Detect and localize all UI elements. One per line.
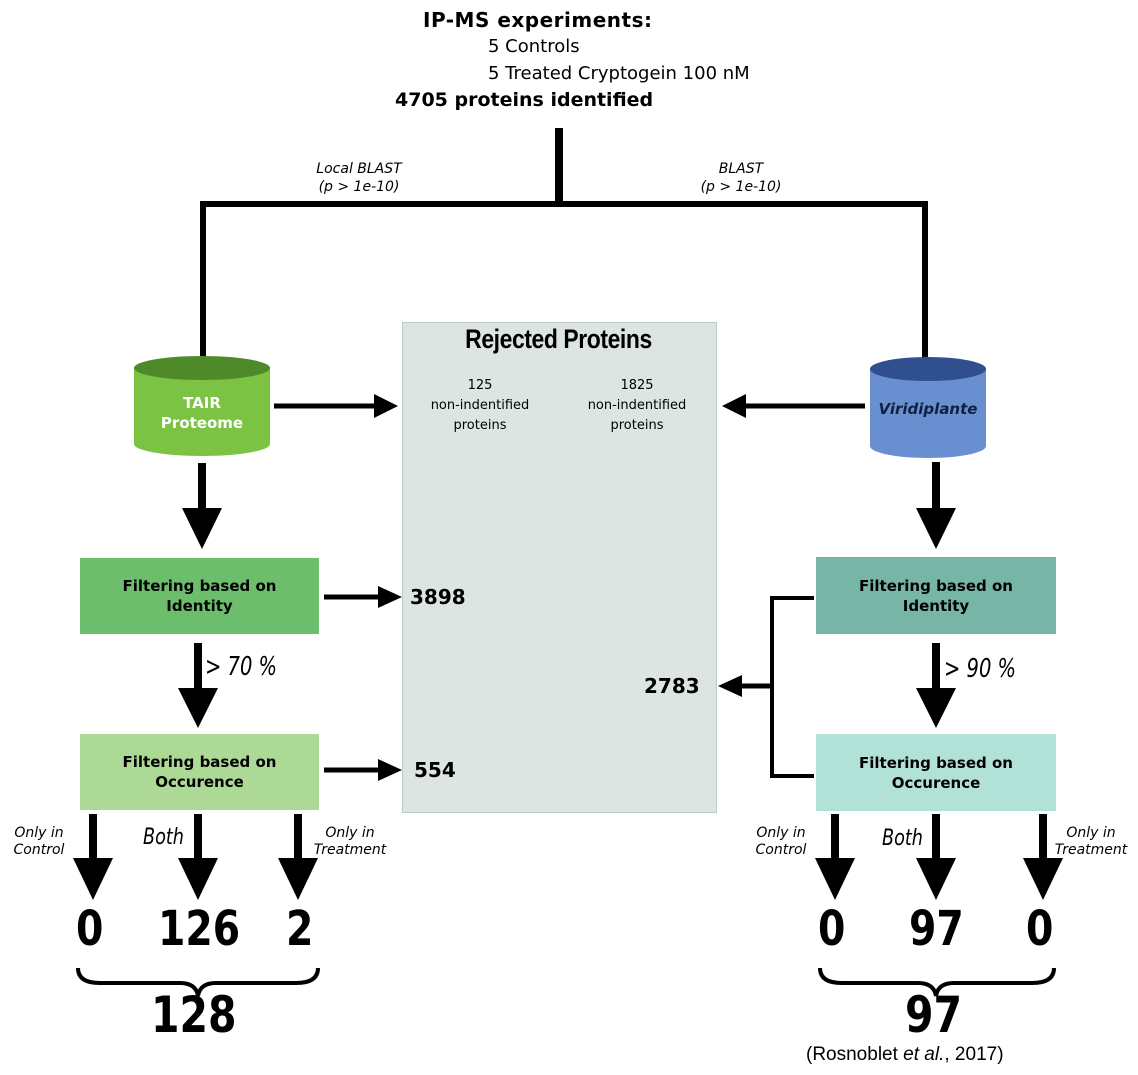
arrow-left-both bbox=[178, 814, 218, 900]
left-occurrence-filter: Filtering based on Occurence bbox=[80, 734, 319, 810]
rejected-right-text: 1825 non-indentified proteins bbox=[562, 376, 712, 436]
rejected-right-filters: 2783 bbox=[644, 674, 700, 698]
header-title: IP-MS experiments: bbox=[423, 8, 653, 32]
left-result-total: 128 bbox=[151, 986, 237, 1044]
left-only-control-line1: Only in bbox=[14, 825, 64, 841]
left-only-control-label: Only in Control bbox=[4, 825, 74, 859]
arrow-left-control bbox=[73, 814, 113, 900]
right-only-control-label: Only in Control bbox=[745, 825, 817, 859]
left-both-label: Both bbox=[143, 825, 184, 850]
left-branch-label: Local BLAST (p > 1e-10) bbox=[290, 160, 428, 196]
header-total: 4705 proteins identified bbox=[395, 89, 654, 111]
right-brace bbox=[818, 967, 1056, 997]
viridiplante-label: Viridiplante bbox=[878, 400, 978, 418]
left-only-treatment-line2: Treatment bbox=[313, 842, 387, 858]
left-threshold: > 70 % bbox=[205, 652, 278, 682]
citation-year: , 2017) bbox=[944, 1044, 1004, 1065]
right-identity-filter: Filtering based on Identity bbox=[816, 557, 1056, 634]
right-occurrence-line1: Filtering based on bbox=[859, 753, 1013, 772]
left-identity-line1: Filtering based on bbox=[122, 577, 277, 595]
left-result-control: 0 bbox=[76, 901, 104, 957]
rejected-right-line1: non-indentified bbox=[587, 398, 687, 413]
left-occurrence-line2: Occurence bbox=[155, 773, 244, 791]
right-branch-method: BLAST bbox=[718, 161, 764, 177]
rejected-panel bbox=[402, 322, 717, 813]
right-identity-line1: Filtering based on bbox=[859, 576, 1013, 595]
right-only-treatment-label: Only in Treatment bbox=[1046, 825, 1136, 859]
right-result-both: 97 bbox=[909, 901, 964, 957]
arrow-right-both bbox=[916, 814, 956, 900]
right-result-treatment: 0 bbox=[1026, 901, 1054, 957]
right-occurrence-filter: Filtering based on Occurence bbox=[816, 734, 1056, 811]
left-result-both: 126 bbox=[158, 901, 241, 957]
right-branch-label: BLAST (p > 1e-10) bbox=[672, 160, 810, 196]
right-result-total: 97 bbox=[905, 986, 963, 1044]
header-controls: 5 Controls bbox=[488, 36, 580, 57]
tair-label-line1: TAIR bbox=[183, 394, 221, 412]
tair-label-line2: Proteome bbox=[160, 414, 244, 432]
left-only-treatment-label: Only in Treatment bbox=[305, 825, 395, 859]
tair-label: TAIR Proteome bbox=[134, 393, 270, 433]
rejected-identity-left: 3898 bbox=[410, 585, 466, 609]
arrow-identity-to-occurrence-right bbox=[916, 643, 956, 728]
left-occurrence-line1: Filtering based on bbox=[122, 753, 277, 771]
rejected-left-line1: non-indentified bbox=[430, 398, 530, 413]
left-branch-method: Local BLAST bbox=[316, 161, 402, 177]
left-brace bbox=[76, 967, 320, 997]
right-result-control: 0 bbox=[818, 901, 846, 957]
left-only-control-line2: Control bbox=[13, 842, 65, 858]
arrow-right-treatment bbox=[1023, 814, 1063, 900]
rejected-right-line2: proteins bbox=[610, 418, 664, 433]
rejected-right-count: 1825 bbox=[620, 378, 654, 393]
rejected-occurrence-left: 554 bbox=[414, 758, 456, 782]
citation-author: (Rosnoblet bbox=[806, 1044, 904, 1065]
rejected-left-count: 125 bbox=[467, 378, 493, 393]
arrow-tair-to-identity bbox=[182, 463, 222, 549]
left-result-treatment: 2 bbox=[286, 901, 314, 957]
right-threshold: > 90 % bbox=[944, 654, 1017, 684]
arrow-left-treatment bbox=[278, 814, 318, 900]
rejected-left-line2: proteins bbox=[453, 418, 507, 433]
rejected-title: Rejected Proteins bbox=[465, 324, 652, 354]
tair-cylinder-icon bbox=[134, 356, 270, 456]
right-only-control-line2: Control bbox=[755, 842, 807, 858]
arrow-occurrence-to-554 bbox=[324, 759, 402, 781]
right-both-label: Both bbox=[882, 826, 923, 851]
arrow-tair-to-rejected bbox=[274, 394, 398, 418]
viridiplante-cylinder-icon bbox=[870, 357, 986, 458]
left-only-treatment-line1: Only in bbox=[325, 825, 375, 841]
arrow-viridiplante-to-rejected bbox=[722, 394, 865, 418]
header-treated: 5 Treated Cryptogein 100 nM bbox=[488, 63, 750, 84]
right-only-treatment-line1: Only in bbox=[1066, 825, 1116, 841]
citation-etal: et al. bbox=[903, 1044, 945, 1065]
citation: (Rosnoblet et al., 2017) bbox=[806, 1044, 1004, 1066]
right-occurrence-line2: Occurence bbox=[891, 773, 981, 792]
arrow-right-control bbox=[815, 814, 855, 900]
arrow-viridiplante-to-identity bbox=[916, 462, 956, 549]
left-identity-filter: Filtering based on Identity bbox=[80, 558, 319, 634]
right-branch-pvalue: (p > 1e-10) bbox=[700, 179, 782, 195]
right-only-treatment-line2: Treatment bbox=[1054, 842, 1128, 858]
rejected-left-text: 125 non-indentified proteins bbox=[405, 376, 555, 436]
right-identity-line2: Identity bbox=[902, 596, 970, 615]
arrow-identity-to-occurrence-left bbox=[178, 643, 218, 728]
left-branch-pvalue: (p > 1e-10) bbox=[318, 179, 400, 195]
right-only-control-line1: Only in bbox=[756, 825, 806, 841]
bracket-right-filters bbox=[718, 596, 814, 778]
left-identity-line2: Identity bbox=[166, 597, 233, 615]
arrow-identity-to-3898 bbox=[324, 586, 402, 608]
